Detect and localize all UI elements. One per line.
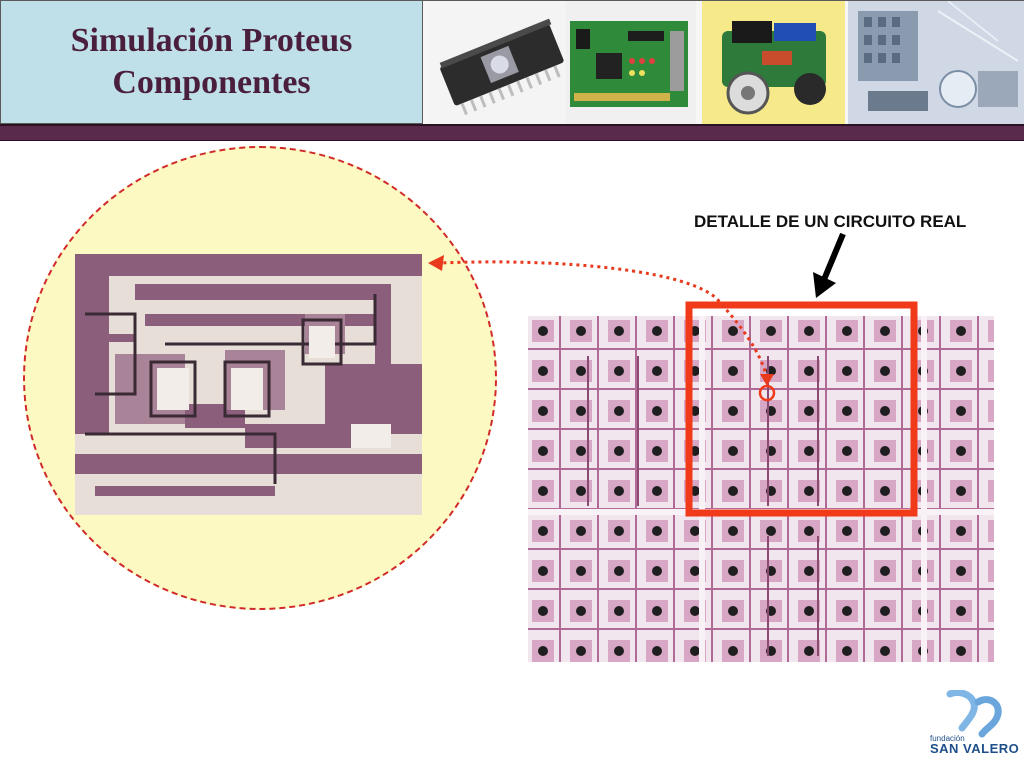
san-valero-logo	[946, 690, 1002, 738]
building-collage-icon	[848, 1, 1024, 125]
robot-kit-icon	[702, 1, 845, 125]
title-line-1: Simulación Proteus	[70, 22, 353, 59]
title-box: Simulación Proteus Componentes	[0, 0, 423, 124]
circuit-board-icon	[566, 1, 696, 125]
title-line-2: Componentes	[112, 64, 311, 101]
logo-small-text: fundación	[930, 734, 965, 743]
logo-big-text: SAN VALERO	[930, 741, 1020, 756]
caption-text: DETALLE DE UN CIRCUITO REAL	[694, 212, 967, 231]
header-band	[0, 124, 1024, 141]
caption-arrow-head-icon	[813, 272, 836, 298]
eprom-chip-icon	[428, 1, 566, 125]
caption-arrow-shaft	[820, 232, 846, 284]
die-photo	[528, 316, 994, 662]
circuit-detail-photo	[75, 254, 422, 515]
header-image-strip	[423, 0, 1024, 125]
